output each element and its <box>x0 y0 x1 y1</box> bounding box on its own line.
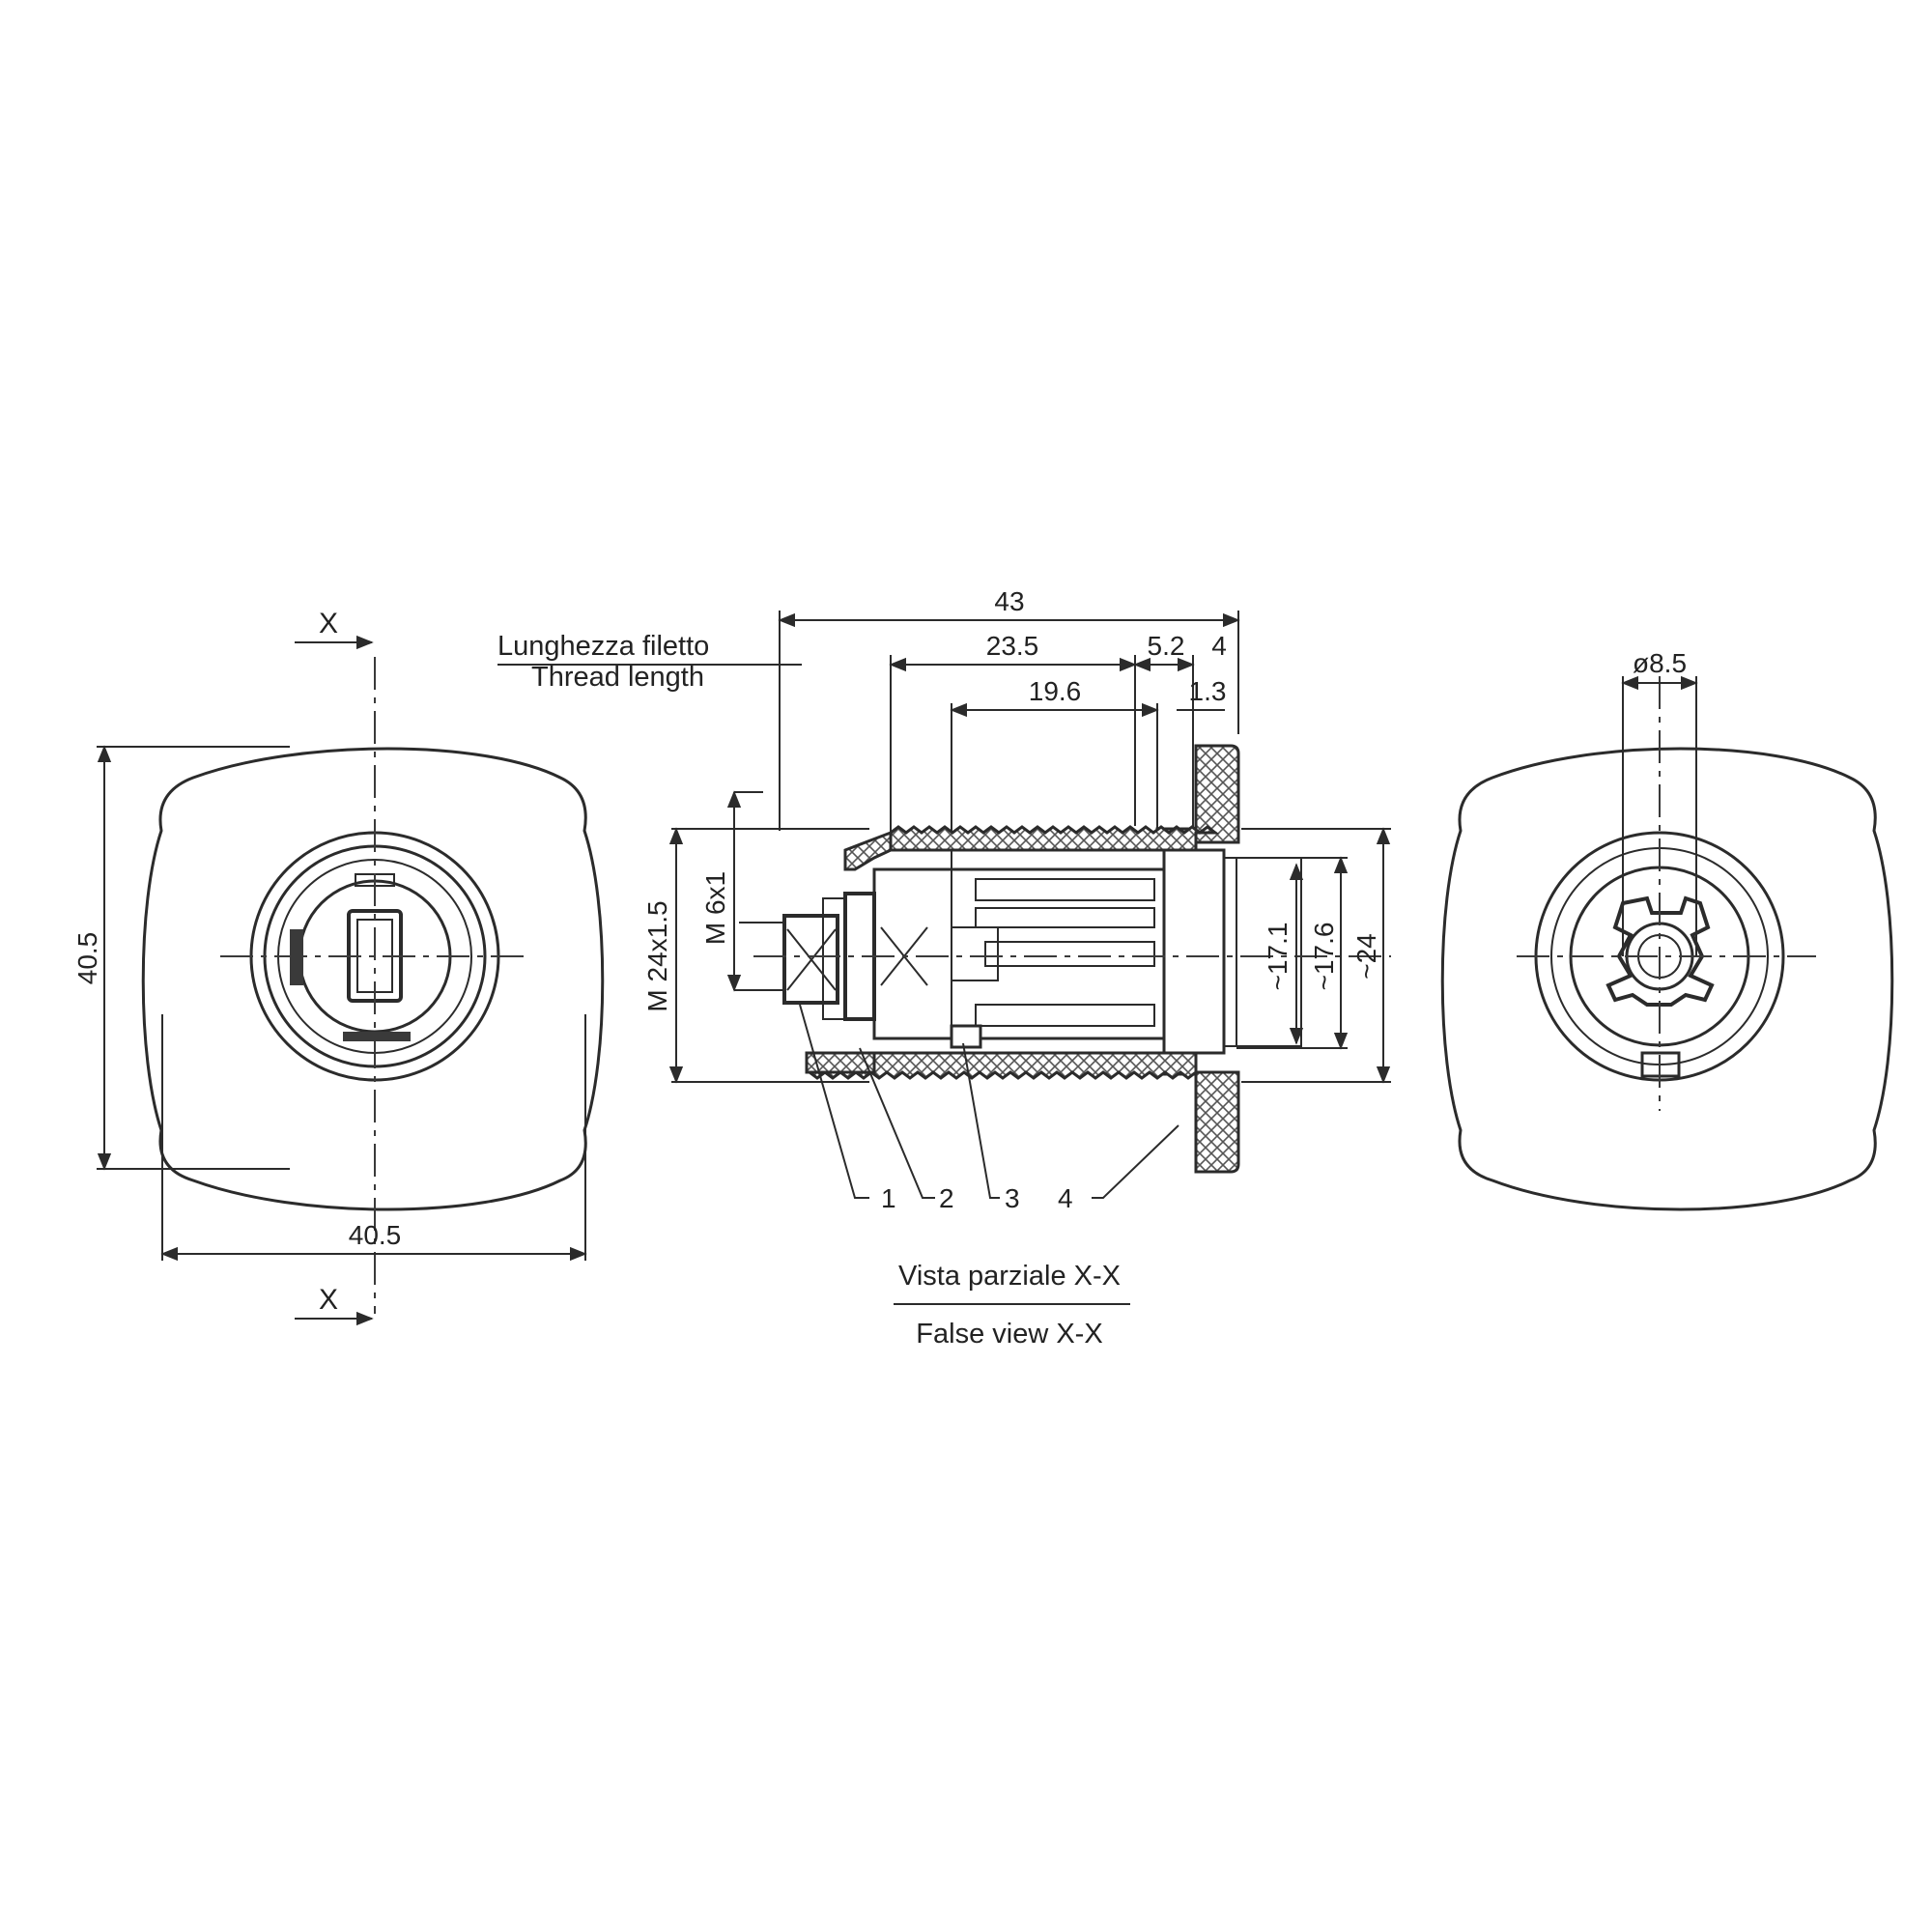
clip-part-3 <box>950 1024 982 1049</box>
callout-leader-3 <box>962 1042 1000 1199</box>
dim-label-24: ~24 <box>1351 933 1381 980</box>
callout-3: 3 <box>1005 1183 1020 1213</box>
front-width-dim-label: 40.5 <box>349 1220 402 1250</box>
spring-clip <box>822 897 847 1020</box>
dim-label-1-3: 1.3 <box>1189 676 1227 706</box>
plug-cylinder <box>872 867 1166 1040</box>
section-marker-top: X <box>319 608 338 639</box>
rear-dia-label: ø8.5 <box>1633 648 1687 678</box>
thread-length-label-en: Thread length <box>531 662 704 693</box>
wafer-slot-3 <box>984 941 1155 967</box>
section-marker-bottom: X <box>319 1284 338 1316</box>
flange-top <box>1194 744 1240 844</box>
thread-length-label-it: Lunghezza filetto <box>497 631 709 662</box>
callout-4: 4 <box>1058 1183 1073 1213</box>
dim-label-5-2: 5.2 <box>1148 631 1185 661</box>
dim-label-43: 43 <box>994 586 1024 616</box>
flange-bottom <box>1194 1070 1240 1174</box>
bottom-lip <box>805 1051 876 1074</box>
caption-en: False view X-X <box>916 1319 1102 1350</box>
wafer-slot-1 <box>975 878 1155 901</box>
dim-label-4: 4 <box>1211 631 1227 661</box>
callout-leader-1 <box>799 1004 869 1199</box>
front-view: X X 40.5 40.5 <box>72 608 605 1326</box>
front-wafer-top <box>355 873 395 887</box>
key-channel <box>951 926 999 981</box>
dim-label-m6: M 6x1 <box>700 871 730 945</box>
cam-screw-head <box>782 914 839 1005</box>
body-front-shoulder <box>843 830 893 871</box>
callout-leader-2 <box>859 1047 935 1199</box>
front-wafer-bottom <box>343 1032 411 1041</box>
dim-label-17-1: ~17.1 <box>1263 923 1293 991</box>
dim-label-23-5: 23.5 <box>986 631 1039 661</box>
rear-view: ø8.5 <box>1440 648 1894 1211</box>
callout-1: 1 <box>881 1183 896 1213</box>
callout-leader-4 <box>1092 1124 1179 1199</box>
dim-label-m24: M 24x1.5 <box>642 900 672 1011</box>
callout-2: 2 <box>939 1183 954 1213</box>
wafer-slot-4 <box>975 1004 1155 1027</box>
dim-label-19-6: 19.6 <box>1029 676 1082 706</box>
side-view: Lunghezza filetto Thread length 43 23.5 … <box>497 586 1391 1350</box>
cam-screw-cross <box>786 928 837 991</box>
rear-housing-outline <box>1440 747 1894 1211</box>
rear-shell <box>1162 848 1226 1055</box>
front-height-dim-label: 40.5 <box>72 932 102 985</box>
body-threaded-bottom <box>805 1051 1198 1080</box>
caption-it: Vista parziale X-X <box>898 1261 1121 1292</box>
front-housing-outline <box>141 747 605 1211</box>
body-threaded-top <box>889 825 1220 852</box>
rear-spring-clip <box>1605 895 1715 1007</box>
dim-label-17-6: ~17.6 <box>1309 923 1339 991</box>
wafer-slot-2 <box>975 907 1155 928</box>
